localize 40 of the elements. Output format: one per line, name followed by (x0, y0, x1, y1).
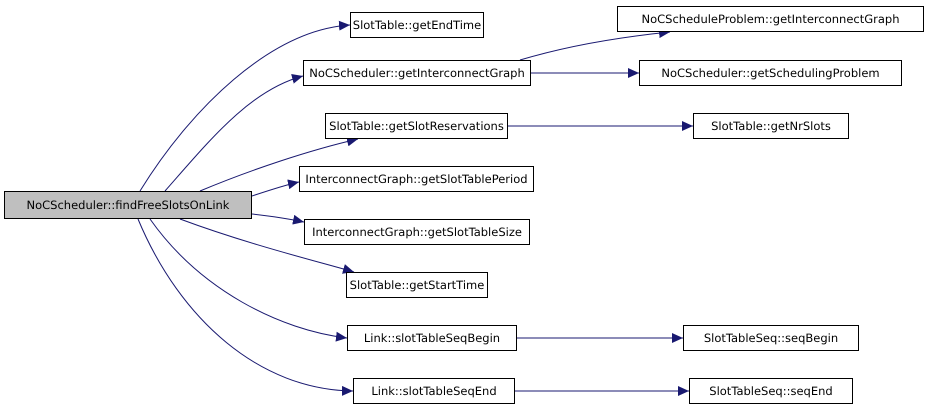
function-name: SlotTable::getNrSlots (711, 119, 831, 133)
function-box (299, 166, 534, 192)
function-name: NoCScheduler::findFreeSlotsOnLink (26, 198, 230, 212)
function-box (683, 325, 859, 351)
arrow (164, 74, 304, 192)
function-box (350, 12, 484, 38)
function-box (303, 60, 531, 86)
arrow (516, 333, 684, 343)
arrow (180, 218, 354, 274)
function-name: Link::slotTableSeqEnd (371, 384, 497, 398)
arrow (514, 386, 690, 396)
function-name: SlotTable::getStartTime (350, 278, 484, 292)
arrow (138, 218, 354, 396)
function-box (347, 325, 517, 351)
function-box (693, 113, 849, 139)
function-box (325, 113, 508, 139)
function-box (353, 378, 515, 404)
function-name: Link::slotTableSeqBegin (364, 331, 500, 345)
function-name: NoCScheduleProblem::getInterconnectGraph (641, 12, 900, 26)
arrow (140, 22, 350, 192)
function-name: SlotTableSeq::seqEnd (709, 384, 833, 398)
function-box (617, 6, 924, 32)
arrow (252, 214, 304, 225)
function-name: NoCScheduler::getInterconnectGraph (309, 66, 525, 80)
function-box (304, 219, 530, 245)
function-box (4, 191, 252, 219)
function-name: SlotTable::getEndTime (352, 18, 482, 32)
arrow (200, 136, 358, 192)
function-name: InterconnectGraph::getSlotTableSize (312, 225, 522, 239)
arrow (530, 68, 640, 78)
function-name: SlotTableSeq::seqBegin (704, 331, 838, 345)
function-box (689, 378, 853, 404)
function-box (346, 272, 488, 298)
function-name: InterconnectGraph::getSlotTablePeriod (305, 172, 528, 186)
arrow (252, 180, 300, 196)
function-box (639, 60, 902, 86)
arrow (508, 121, 694, 131)
arrow (150, 218, 348, 342)
function-name: NoCScheduler::getSchedulingProblem (661, 66, 880, 80)
function-name: SlotTable::getSlotReservations (329, 119, 504, 133)
